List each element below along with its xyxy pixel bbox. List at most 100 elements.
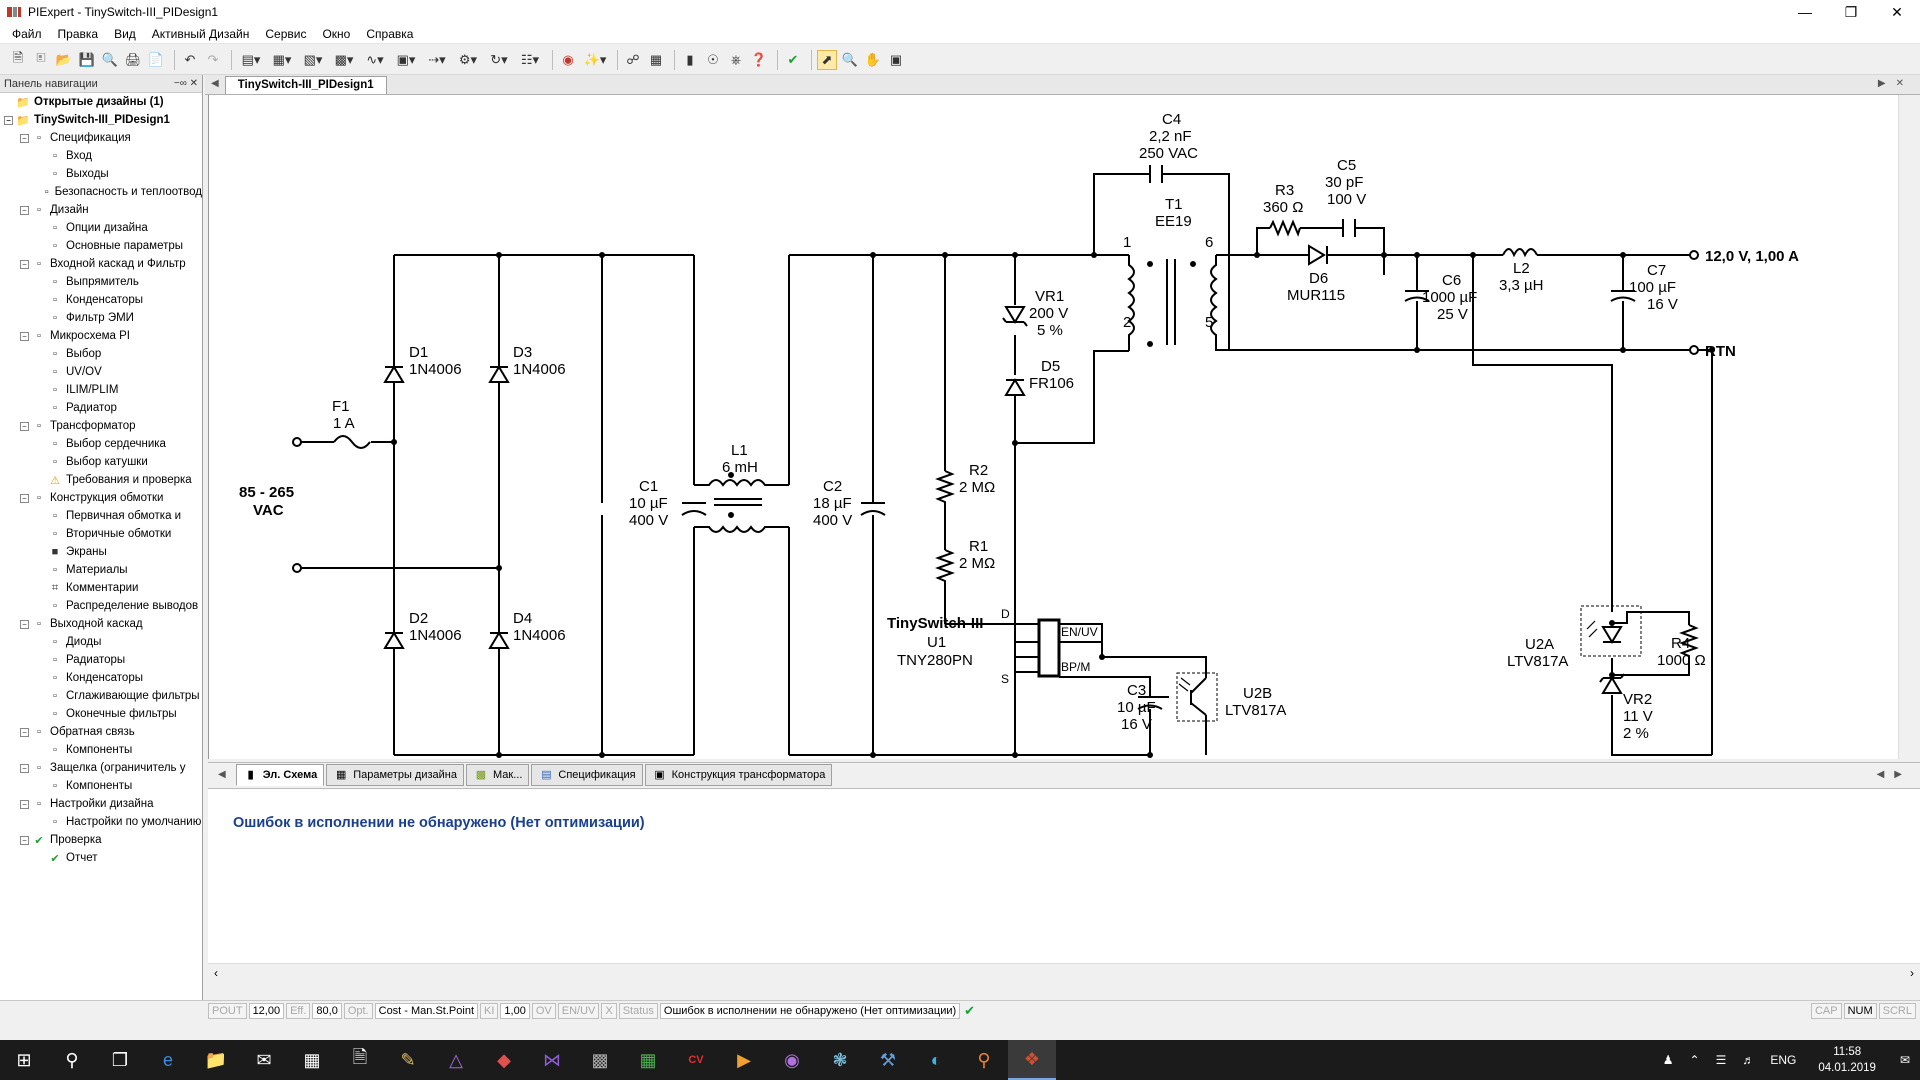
nav-item[interactable]: ⚠Требования и проверка [0,471,202,489]
input-tool-icon[interactable]: ▦▾ [272,51,292,67]
menu-file[interactable]: Файл [12,26,42,41]
nav-item[interactable]: ▫Первичная обмотка и [0,507,202,525]
menu-view[interactable]: Вид [114,26,136,41]
network-tray-icon[interactable]: ☰ [1715,1053,1727,1067]
diode-d4[interactable] [488,631,510,649]
collapse-icon[interactable]: − [20,205,29,215]
save-icon[interactable]: 💾 [78,51,96,67]
nav-item[interactable]: −▫Обратная связь [0,723,202,741]
notifications-icon[interactable]: ✉ [1899,1053,1910,1067]
view-tabs-left-icon[interactable]: ◀ [218,769,226,780]
tab-bom[interactable]: ▤Спецификация [531,763,643,786]
collapse-icon[interactable]: − [20,835,29,845]
people-icon[interactable]: ♟ [1662,1053,1674,1067]
new-file-icon[interactable]: 🗎 [12,49,24,65]
capacitor-c1[interactable] [681,502,707,516]
mail-icon[interactable]: ✉ [256,1049,272,1070]
view-tabs-right-icon[interactable]: ▶ [1894,769,1912,780]
optocoupler-u2b[interactable] [1176,672,1218,722]
nav-item[interactable]: −▫Дизайн [0,201,202,219]
record-icon[interactable]: ◉ [784,1049,800,1070]
ic-u1[interactable] [1037,618,1061,678]
nav-item[interactable]: −✔Проверка [0,831,202,849]
collapse-icon[interactable]: − [20,493,29,503]
check-icon[interactable]: ✔ [787,51,799,67]
tab-schematic[interactable]: ▮Эл. Схема [235,763,325,786]
tab-design[interactable]: TinySwitch-III_PIDesign1 [224,76,387,94]
view-tabs-left2-icon[interactable]: ◀ [1876,769,1895,780]
input-terminal-2[interactable] [292,563,302,573]
collapse-icon[interactable]: − [20,421,29,431]
zoom-icon[interactable]: 🔍 [841,51,859,67]
open-folder-icon[interactable]: 📂 [55,51,73,67]
new-design-icon[interactable]: 🗉 [36,49,46,65]
nav-item[interactable]: ▫UV/OV [0,363,202,381]
explorer-icon[interactable]: 📁 [204,1049,228,1070]
collapse-icon[interactable]: − [20,727,29,737]
nav-item[interactable]: ▫Сглаживающие фильтры [0,687,202,705]
magnifier-app-icon[interactable]: ⚲ [977,1049,991,1070]
resistor-r3[interactable] [1269,219,1301,237]
transformer-tool-icon[interactable]: ∿▾ [366,51,384,67]
canvas-vscroll[interactable] [1898,95,1920,759]
vscode-icon[interactable]: ⋈ [543,1049,561,1070]
transformer-t1[interactable] [1127,255,1218,351]
nav-item[interactable]: ▫Выходы [0,165,202,183]
nav-item[interactable]: ▫Опции дизайна [0,219,202,237]
collapse-icon[interactable]: − [20,619,29,629]
collapse-icon[interactable]: − [20,133,29,143]
nav-item[interactable]: ▫Выбор [0,345,202,363]
pan-icon[interactable]: ✋ [864,51,882,67]
component-icon[interactable]: ▮ [686,51,694,67]
pointer-icon[interactable]: ⬈ [817,49,837,70]
search-icon[interactable]: ⚲ [65,1049,79,1070]
close-button[interactable]: ✕ [1891,3,1903,20]
visual-studio-icon[interactable]: △ [449,1049,463,1070]
filter-tool-icon[interactable]: ⚙▾ [458,51,478,67]
diode-d2[interactable] [383,631,405,649]
nav-item[interactable]: ▫Основные параметры [0,237,202,255]
restore-button[interactable]: ❐ [1844,3,1858,20]
spec-tool-icon[interactable]: ▤▾ [241,51,261,67]
message-hscroll[interactable]: ‹› [208,963,1920,981]
menu-edit[interactable]: Правка [57,26,99,41]
schematic-canvas[interactable]: 85 - 265 VAC F1 1 A D1 1N4006 D3 1N4006 … [208,95,1898,759]
nav-item[interactable]: ■Экраны [0,543,202,561]
nav-item[interactable]: ▫Компоненты [0,777,202,795]
menu-window[interactable]: Окно [322,26,351,41]
output-terminal-12v[interactable] [1689,250,1699,260]
capacitor-c6[interactable] [1404,290,1430,302]
nav-item[interactable]: −▫Микросхема PI [0,327,202,345]
menu-help[interactable]: Справка [366,26,414,41]
nav-item[interactable]: −▫Конструкция обмотки [0,489,202,507]
nav-item[interactable]: ▫Конденсаторы [0,291,202,309]
settings-tool-icon[interactable]: ☷▾ [520,51,540,67]
nav-close-icon[interactable]: ✕ [189,78,198,89]
nav-item[interactable]: −▫Входной каскад и Фильтр [0,255,202,273]
diode-d3[interactable] [488,365,510,383]
capacitor-c4[interactable] [1149,165,1163,183]
chip-app-icon[interactable]: ▩ [591,1049,609,1070]
app-red-icon[interactable]: ◆ [497,1049,511,1070]
help-icon[interactable]: ❓ [750,51,768,67]
diode-d6[interactable] [1308,244,1328,266]
excel-icon[interactable]: ▦ [639,1049,657,1070]
piexpert-taskbar-icon[interactable]: ❖ [1008,1040,1056,1080]
print-icon[interactable]: 🖨 [124,51,142,67]
edge-icon[interactable]: e [162,1049,173,1070]
nav-item[interactable]: ▫ILIM/PLIM [0,381,202,399]
input-terminal-1[interactable] [292,437,302,447]
print-preview-icon[interactable]: 🔍 [101,51,119,67]
nav-item[interactable]: ▫Выпрямитель [0,273,202,291]
nav-item[interactable]: ▫Фильтр ЭМИ [0,309,202,327]
media-icon[interactable]: ▶ [737,1049,751,1070]
inductor-l1[interactable] [694,472,789,533]
grid-icon[interactable]: ▦ [649,51,663,67]
nav-item[interactable]: −▫Настройки дизайна [0,795,202,813]
target-icon[interactable]: ◉ [562,51,574,67]
nav-item[interactable]: ▫Безопасность и теплоотвод [0,183,202,201]
nav-item[interactable]: ▫Вторичные обмотки [0,525,202,543]
rectifier-tool-icon[interactable]: ▧▾ [303,51,323,67]
winding-tool-icon[interactable]: ▣▾ [396,51,416,67]
tab-transformer-build[interactable]: ▣Конструкция трансформатора [644,763,833,786]
